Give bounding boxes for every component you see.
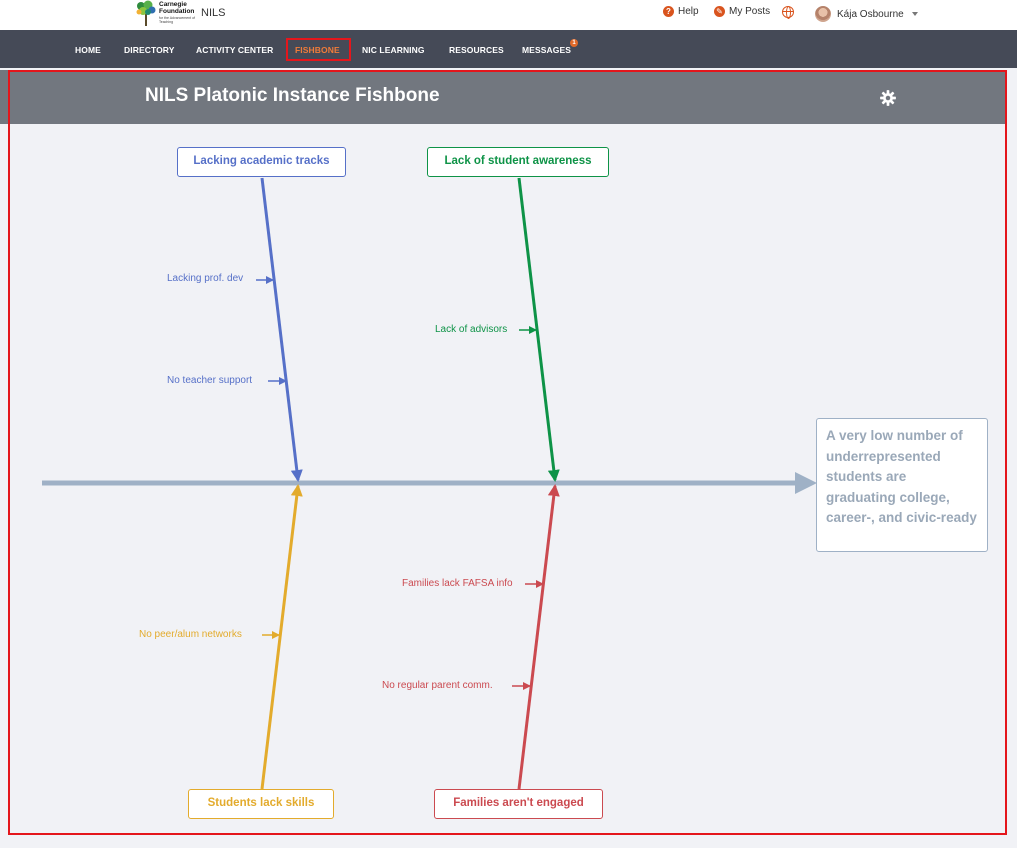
logo-line2: Foundation [159,8,195,15]
bone-student-skills [260,484,303,790]
effect-box[interactable]: A very low number of underrepresented st… [816,418,988,552]
cause-label[interactable]: Families lack FAFSA info [402,578,513,589]
page-header [0,70,1005,124]
top-bar: Carnegie Foundation for the Advancement … [0,0,1017,30]
bone-families-engaged [517,484,560,790]
nav-directory[interactable]: DIRECTORY [124,45,175,55]
nav-fishbone[interactable]: FISHBONE [295,45,340,55]
globe-icon [782,6,794,19]
cause-label[interactable]: No teacher support [167,375,253,386]
my-posts-label: My Posts [729,6,771,17]
nav-nic-learning[interactable]: NIC LEARNING [362,45,425,55]
cause-label[interactable]: No peer/alum networks [139,629,242,640]
nav-activity-center[interactable]: ACTIVITY CENTER [196,45,274,55]
logo-line3: for the Advancement of Teaching [159,16,195,24]
cause-label[interactable]: Lack of advisors [435,324,508,335]
cause-label[interactable]: No regular parent comm. [382,680,493,691]
my-posts-link[interactable]: ✎ My Posts [714,6,770,17]
page-title: NILS Platonic Instance Fishbone [145,85,440,106]
app-name: NILS [201,7,226,19]
tree-logo-icon [136,0,156,26]
selection-outline [8,70,1007,835]
category-families-engaged[interactable]: Families aren't engaged [434,789,603,819]
messages-badge: 1 [570,39,578,47]
bone-academic-tracks [260,177,303,482]
category-academic-tracks[interactable]: Lacking academic tracks [177,147,346,177]
nav-home[interactable]: HOME [75,45,101,55]
spine-arrowhead [795,472,817,494]
user-menu[interactable]: Kája Osbourne [815,6,918,22]
bone-student-awareness [517,177,560,482]
logo-line1: Carnegie [159,1,187,8]
category-student-skills[interactable]: Students lack skills [188,789,334,819]
help-link[interactable]: ? Help [663,6,699,17]
chevron-down-icon [911,12,918,16]
user-name: Kája Osbourne [837,8,904,20]
nav-resources[interactable]: RESOURCES [449,45,504,55]
edit-icon: ✎ [714,6,725,17]
language-button[interactable] [782,6,798,19]
main-nav: HOME DIRECTORY ACTIVITY CENTER FISHBONE … [0,30,1017,68]
carnegie-logo[interactable]: Carnegie Foundation for the Advancement … [135,0,197,28]
nav-messages[interactable]: MESSAGES [522,45,571,55]
cause-label[interactable]: Lacking prof. dev [167,273,244,284]
avatar [815,6,831,22]
active-tab-highlight [286,38,351,61]
gear-icon[interactable] [879,89,897,107]
help-label: Help [678,6,699,17]
category-student-awareness[interactable]: Lack of student awareness [427,147,609,177]
help-icon: ? [663,6,674,17]
